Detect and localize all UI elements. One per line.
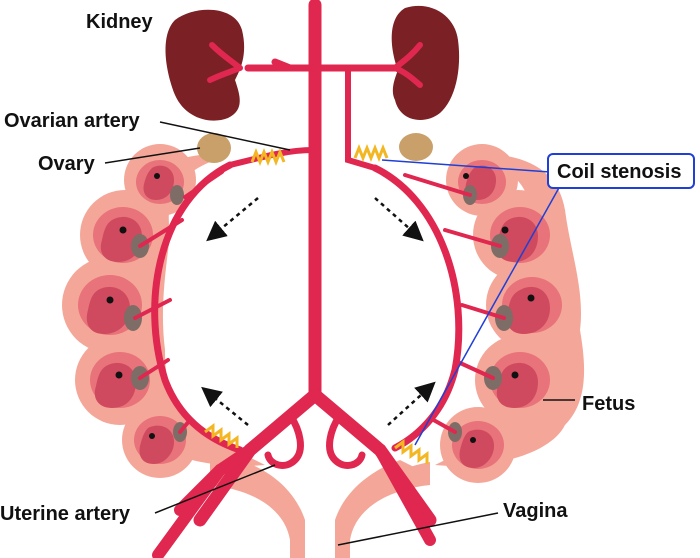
- arterial-system: [133, 0, 506, 558]
- coil-left-uterine: [204, 423, 239, 448]
- label-vagina: Vagina: [503, 500, 568, 522]
- arrow-top-right: [374, 197, 424, 242]
- fetus-left-4: [94, 362, 136, 408]
- leader-ovarian-artery: [159, 121, 291, 151]
- arrow-bottom-left: [201, 386, 249, 426]
- right-kidney: [391, 5, 460, 120]
- flow-arrows: [201, 197, 436, 426]
- leader-ovary: [104, 147, 201, 164]
- fetus-right-3: [506, 286, 550, 334]
- label-kidney: Kidney: [86, 11, 154, 33]
- arrow-bottom-right: [387, 381, 436, 426]
- leader-vagina: [337, 512, 499, 546]
- right-ovary: [399, 133, 433, 161]
- label-fetus: Fetus: [582, 393, 635, 415]
- label-uterine-artery: Uterine artery: [0, 503, 131, 525]
- fetus-right-5: [459, 429, 494, 468]
- coil-left-ovarian: [250, 147, 286, 167]
- left-kidney: [165, 9, 245, 121]
- leader-coil-right-ovarian: [381, 159, 551, 173]
- fetus-left-5: [139, 425, 174, 464]
- callout-coil-stenosis: Coil stenosis: [547, 153, 695, 189]
- fetus-left-2: [100, 216, 142, 262]
- label-ovary: Ovary: [38, 153, 96, 175]
- vagina-body: [220, 460, 420, 558]
- arrow-top-left: [206, 197, 259, 242]
- label-ovarian-artery: Ovarian artery: [4, 110, 141, 132]
- left-ovary: [197, 133, 231, 163]
- label-coil-stenosis: Coil stenosis: [557, 161, 681, 183]
- leader-uterine-artery: [154, 464, 276, 514]
- fetus-left-3: [86, 286, 130, 334]
- coil-right-uterine: [394, 439, 429, 464]
- fetus-left-1: [143, 165, 174, 200]
- fetus-right-4: [496, 362, 538, 408]
- coil-right-ovarian: [353, 143, 389, 163]
- leader-coil-right-uterine: [414, 185, 561, 446]
